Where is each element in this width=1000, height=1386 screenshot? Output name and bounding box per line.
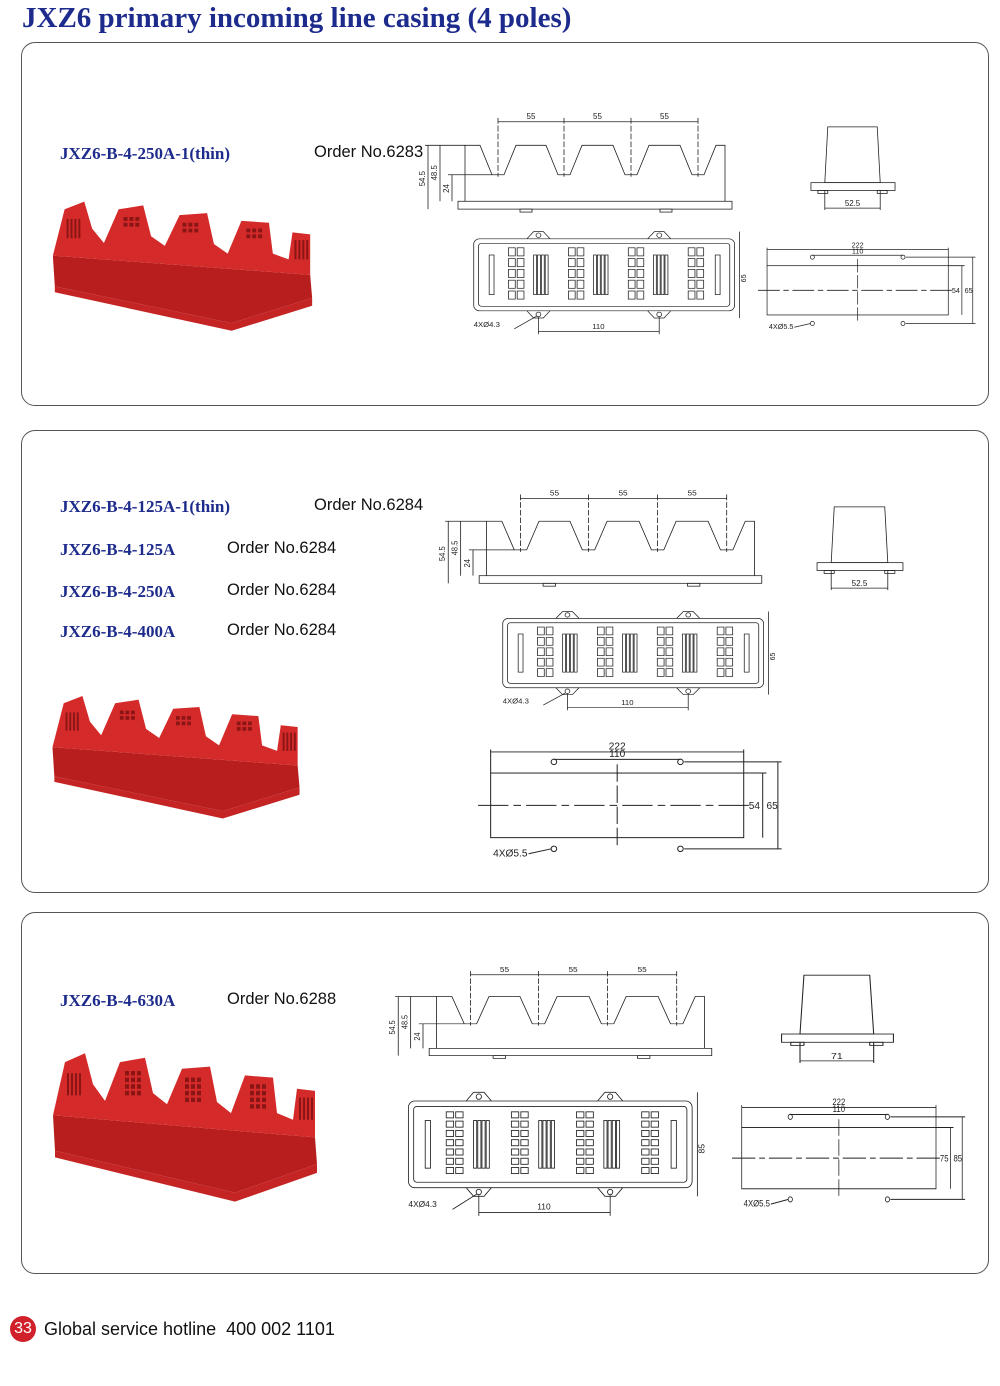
pitch-dimension: 55 <box>527 112 536 121</box>
dimension-label: 75 <box>940 1153 949 1164</box>
hole-callout: 4XØ5.5 <box>769 322 794 331</box>
pitch-dimension: 55 <box>618 489 628 498</box>
pitch-dimension: 55 <box>568 965 577 973</box>
product-panel-125a-400a <box>21 430 989 893</box>
dimension-label: 110 <box>592 322 604 331</box>
dimension-label: 71 <box>831 1052 843 1062</box>
pitch-dimension: 55 <box>550 489 560 498</box>
pitch-dimension: 55 <box>638 965 647 973</box>
dimension-label: 54.5 <box>418 170 427 186</box>
product-model: JXZ6-B-4-125A <box>60 540 176 559</box>
order-number: Order No.6284 <box>227 539 337 557</box>
dimension-label: 110 <box>852 246 864 255</box>
pitch-dimension: 55 <box>660 112 669 121</box>
pitch-dimension: 55 <box>593 112 602 121</box>
dimension-label: 110 <box>833 1103 846 1114</box>
dimension-label: 65 <box>766 801 778 812</box>
dimension-label: 85 <box>697 1144 707 1154</box>
end-view-drawing: 52.5 <box>816 506 904 591</box>
product-model: JXZ6-B-4-250A <box>60 582 176 601</box>
dimension-label: 24 <box>412 1032 422 1041</box>
dimension-label: 48.5 <box>430 165 439 181</box>
hole-callout: 4XØ4.3 <box>474 320 500 329</box>
hole-callout: 4XØ5.5 <box>493 848 528 859</box>
dimension-label: 222 <box>852 241 864 250</box>
dimension-label: 65 <box>965 286 973 295</box>
dimension-label: 52.5 <box>852 579 868 588</box>
order-number: Order No.6283 <box>314 143 424 161</box>
product-model: JXZ6-B-4-400A <box>60 622 176 641</box>
end-view-drawing: 71 <box>781 974 894 1063</box>
hole-callout: 4XØ4.3 <box>503 697 529 705</box>
dimension-label: 24 <box>463 558 472 567</box>
service-hotline: Global service hotline 400 002 1101 <box>44 1318 335 1339</box>
product-model: JXZ6-B-4-125A-1(thin) <box>60 497 230 516</box>
product-photo <box>52 201 313 331</box>
dimension-label: 54 <box>749 801 761 812</box>
dimension-label: 54.5 <box>388 1020 398 1034</box>
dimension-label: 65 <box>768 653 777 661</box>
top-view-drawing: 85 110 4XØ4.3 <box>407 1091 707 1216</box>
dimension-label: 24 <box>442 184 451 193</box>
dimension-label: 110 <box>537 1201 551 1211</box>
product-model: JXZ6-B-4-250A-1(thin) <box>60 144 230 163</box>
dimension-label: 222 <box>832 1096 845 1107</box>
dimension-label: 48.5 <box>400 1015 410 1029</box>
page-number: 33 <box>10 1316 36 1342</box>
page-title: JXZ6 primary incoming line casing (4 pol… <box>22 2 572 34</box>
top-view-drawing: 65 110 4XØ4.3 <box>502 611 777 711</box>
dimension-label: 110 <box>609 749 626 760</box>
hole-callout: 4XØ5.5 <box>744 1198 770 1209</box>
footer: 33 Global service hotline 400 002 1101 <box>10 1316 335 1342</box>
dimension-label: 54 <box>952 286 960 295</box>
order-number: Order No.6288 <box>227 990 337 1008</box>
dimension-label: 85 <box>953 1153 962 1164</box>
dimension-label: 222 <box>609 742 626 753</box>
order-number: Order No.6284 <box>227 621 337 639</box>
pitch-dimension: 55 <box>500 965 509 973</box>
dimension-label: 48.5 <box>450 540 459 555</box>
hole-callout: 4XØ4.3 <box>408 1199 437 1209</box>
product-photo <box>52 695 300 819</box>
order-number: Order No.6284 <box>227 581 337 599</box>
pitch-dimension: 55 <box>688 489 698 498</box>
order-number: Order No.6284 <box>314 496 424 514</box>
dimension-label: 54.5 <box>438 546 447 561</box>
top-view-drawing: 65 110 4XØ4.3 <box>473 231 748 335</box>
dimension-label: 52.5 <box>845 199 861 208</box>
dimension-label: 65 <box>739 274 748 282</box>
dimension-label: 110 <box>621 698 633 706</box>
end-view-drawing: 52.5 <box>810 126 896 211</box>
product-photo <box>53 1053 317 1202</box>
product-model: JXZ6-B-4-630A <box>60 991 176 1010</box>
